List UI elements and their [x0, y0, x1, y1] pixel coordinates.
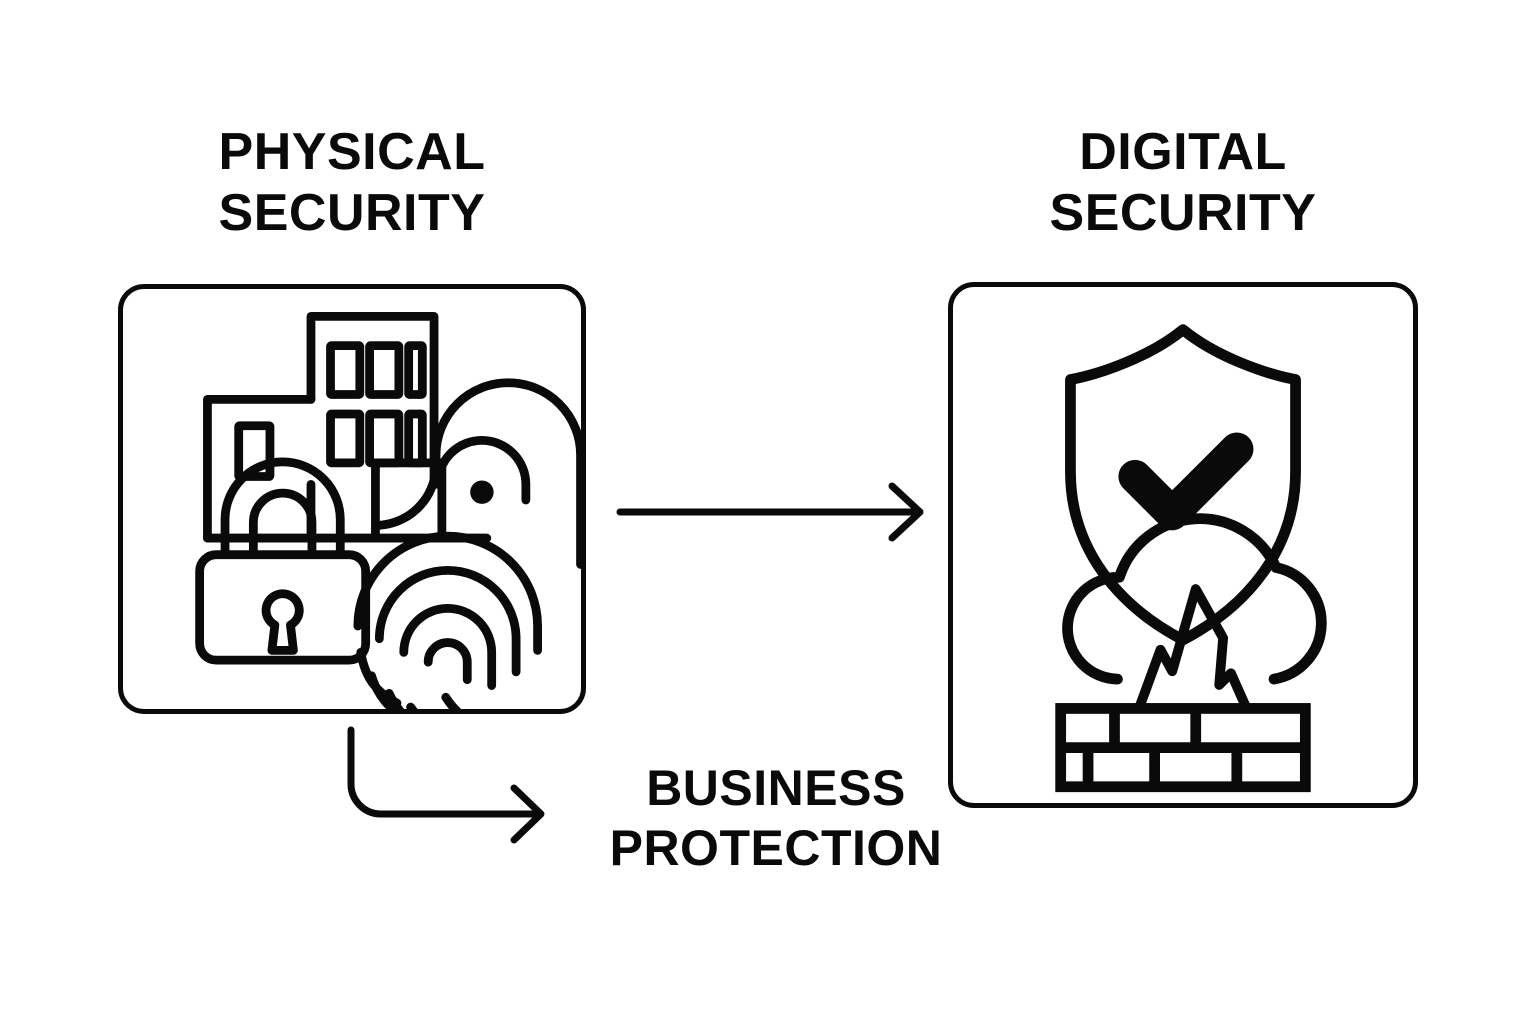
physical-security-title: PHYSICAL SECURITY: [218, 123, 486, 243]
physical-to-outcome-arrow: [347, 726, 545, 844]
physical-security-card[interactable]: [118, 284, 586, 714]
fingerprint-icon: [353, 378, 581, 709]
building-padlock-fingerprint-icon: [195, 311, 581, 709]
business-protection-label: BUSINESS PROTECTION: [609, 760, 943, 876]
physical-to-digital-arrow: [616, 482, 924, 542]
digital-security-title: DIGITAL SECURITY: [1049, 123, 1317, 243]
padlock-icon: [195, 457, 371, 665]
shield-check-firewall-icon: [1055, 324, 1327, 793]
cloud-firewall-icon: [1055, 513, 1327, 793]
digital-security-card[interactable]: [948, 282, 1418, 808]
shield-check-icon: [1065, 324, 1301, 646]
